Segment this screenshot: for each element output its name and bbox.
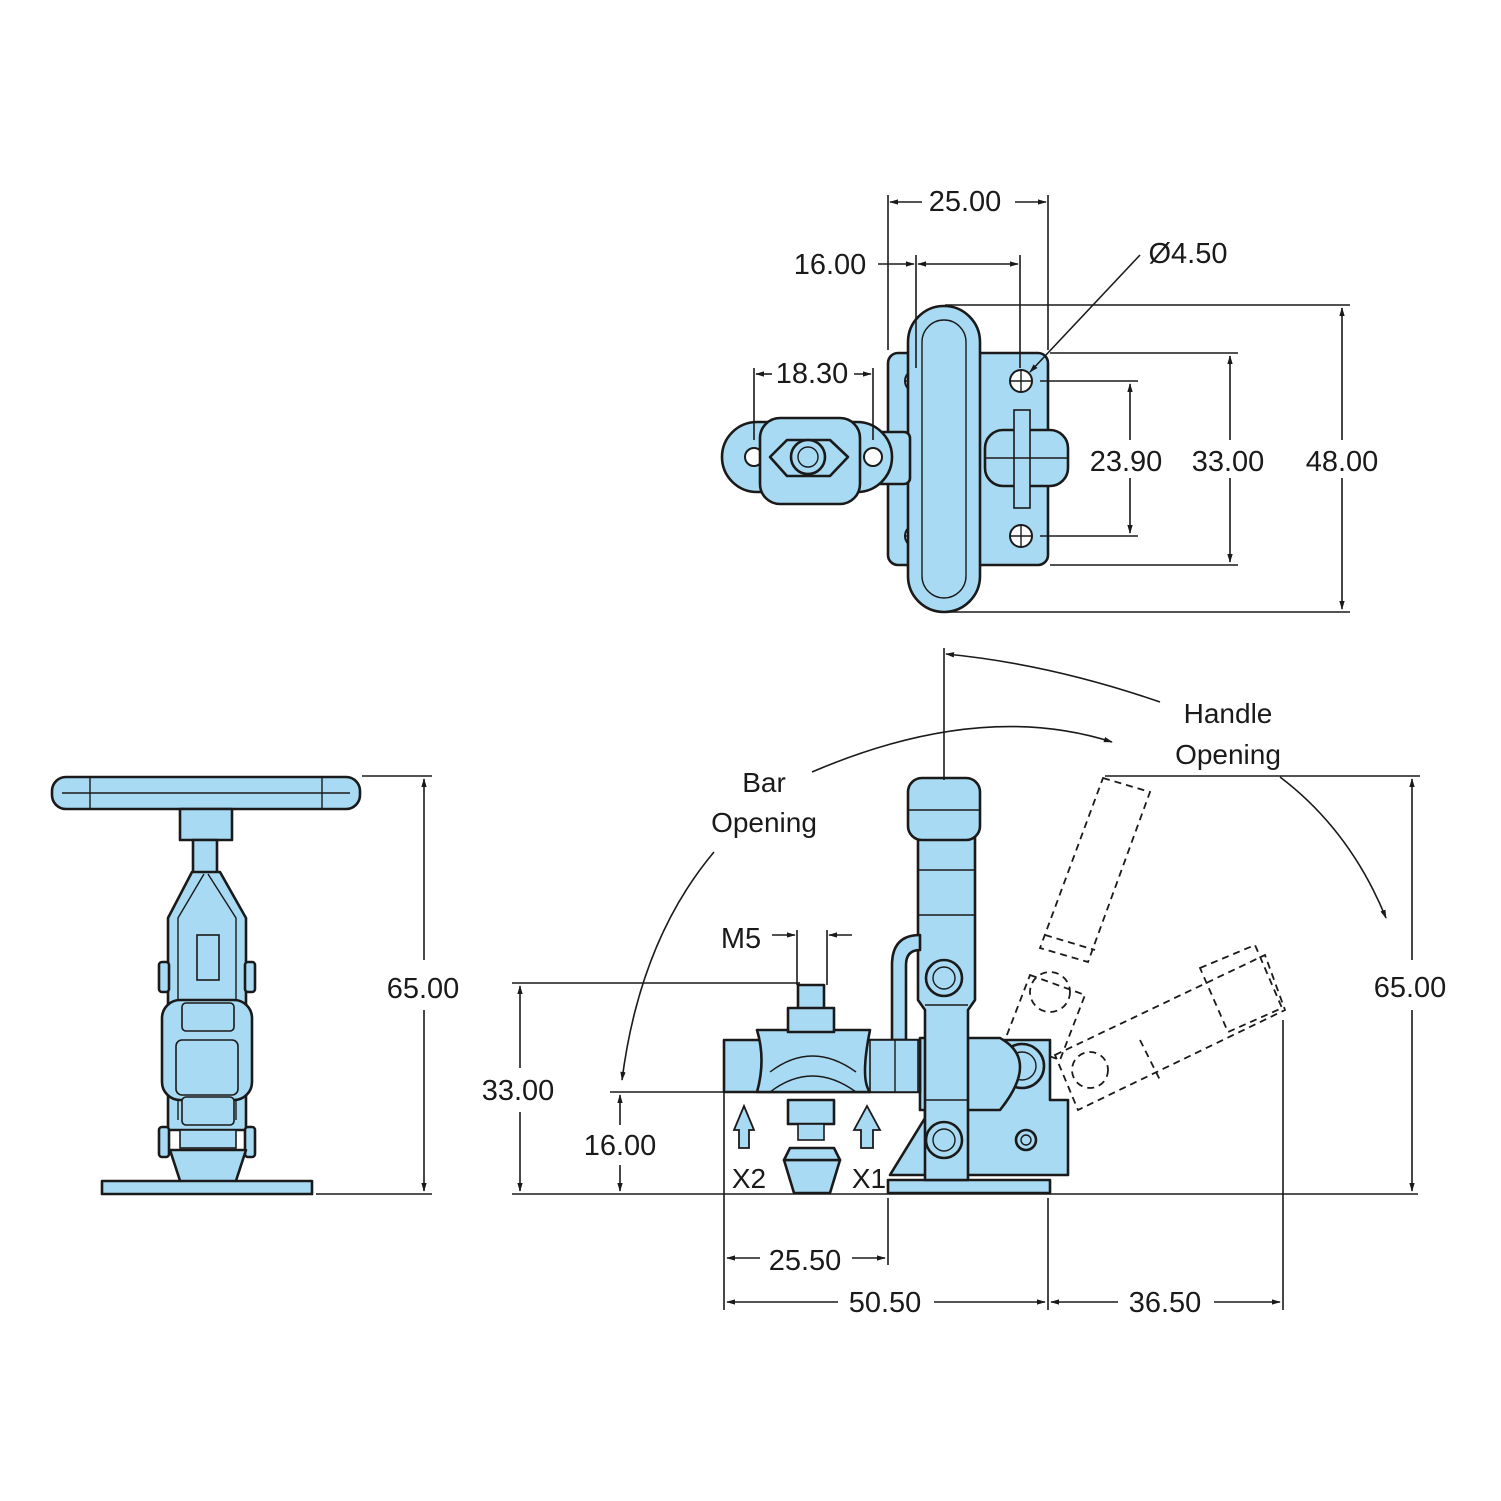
side-base-plate	[886, 1178, 1052, 1195]
dim-side-width-50-50: 50.50	[849, 1287, 922, 1319]
side-handle-grip	[906, 776, 982, 842]
dim-side-height-16: 16.00	[584, 1130, 657, 1162]
dim-top-height-33: 33.00	[1192, 446, 1265, 478]
end-nut-bottom	[181, 1096, 235, 1126]
side-view: X2 X1 Bar Opening Handle Opening M5 33.0…	[482, 648, 1447, 1319]
label-bar-opening-1: Bar	[742, 767, 786, 798]
top-view: 25.00 16.00 Ø4.50 18.30 23.90 33.00 48.0…	[720, 186, 1379, 614]
dim-side-width-36-50: 36.50	[1129, 1287, 1202, 1319]
dim-top-width-16: 16.00	[794, 249, 867, 281]
label-bar-opening-2: Opening	[711, 807, 817, 838]
top-handle	[906, 304, 982, 614]
dim-side-height-65: 65.00	[1374, 972, 1447, 1004]
dim-top-width-25: 25.00	[929, 186, 1002, 218]
side-u-bar	[890, 933, 922, 1042]
dim-end-height-65: 65.00	[387, 973, 460, 1005]
force-arrow-x1-icon	[852, 1104, 882, 1149]
dim-top-height-23-90: 23.90	[1090, 446, 1163, 478]
force-arrow-x2-icon	[732, 1103, 756, 1149]
dim-top-height-48: 48.00	[1306, 446, 1379, 478]
label-x1: X1	[852, 1163, 886, 1194]
top-pivot-pin	[1013, 409, 1031, 509]
side-nut-bottom	[786, 1098, 836, 1126]
dim-thread-m5: M5	[721, 923, 761, 955]
label-x2: X2	[732, 1163, 766, 1194]
end-handle-neck	[178, 807, 234, 842]
label-handle-opening-1: Handle	[1184, 698, 1273, 729]
end-view: 65.00	[50, 775, 460, 1196]
open-position-ghost	[1003, 776, 1287, 1112]
dim-hole-diameter: Ø4.50	[1149, 238, 1228, 270]
side-spindle-tip	[782, 1158, 842, 1195]
side-handle	[916, 813, 977, 1182]
end-base-plate	[100, 1179, 314, 1196]
end-nut-top	[181, 1002, 235, 1032]
dim-side-height-33: 33.00	[482, 1075, 555, 1107]
label-handle-opening-2: Opening	[1175, 739, 1281, 770]
dim-spindle-18-30: 18.30	[776, 358, 849, 390]
side-nut-top	[786, 1006, 836, 1034]
dim-side-width-25-50: 25.50	[769, 1245, 842, 1277]
side-spindle-holder	[755, 1028, 872, 1094]
side-spindle-top	[796, 983, 826, 1013]
